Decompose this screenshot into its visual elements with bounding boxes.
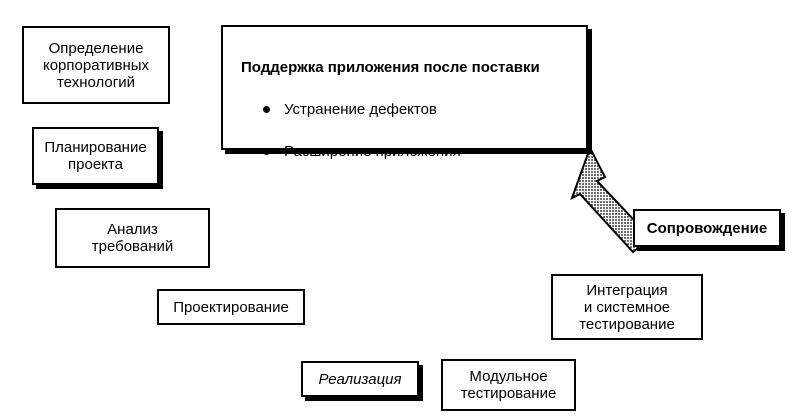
support-bullet-text: Расширение приложения: [284, 143, 461, 160]
support-bullet: Расширение приложения: [263, 143, 586, 160]
support-title: Поддержка приложения после поставки: [241, 59, 540, 76]
support-bullet-text: Устранение дефектов: [284, 101, 437, 118]
bullet-icon: [263, 148, 270, 155]
box-integration-testing: Интеграция и системное тестирование: [551, 274, 703, 340]
box-design: Проектирование: [157, 289, 305, 325]
box-post-delivery-support: Поддержка приложения после поставки Устр…: [221, 25, 588, 160]
support-bullet: Устранение дефектов: [263, 101, 586, 118]
bullet-icon: [263, 106, 270, 113]
box-maintenance: Сопровождение: [633, 209, 781, 247]
box-project-planning: Планирование проекта: [32, 127, 159, 185]
box-unit-testing: Модульное тестирование: [441, 359, 576, 411]
box-implementation: Реализация: [301, 361, 419, 397]
box-enterprise-technologies: Определение корпоративных технологий: [22, 26, 170, 104]
box-requirements-analysis: Анализ требований: [55, 208, 210, 268]
